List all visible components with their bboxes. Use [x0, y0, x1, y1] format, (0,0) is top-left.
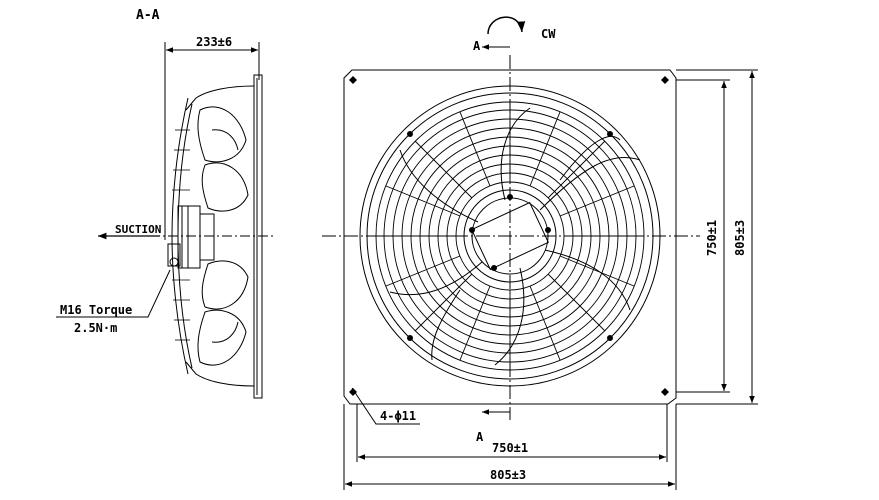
- blade-bottom-1: [197, 309, 247, 366]
- blade-top-2: [201, 162, 249, 212]
- dim-label-v-805: 805±3: [733, 219, 747, 256]
- venturi-top: [185, 85, 255, 111]
- dim-label-h-750: 750±1: [492, 441, 529, 455]
- guard-grill-section: [171, 97, 189, 375]
- hole-note-leader: [351, 387, 420, 425]
- section-mark-top: A: [473, 39, 481, 53]
- hole-note: 4-ϕ11: [380, 409, 417, 423]
- torque-note-line2: 2.5N·m: [74, 321, 118, 335]
- cable-gland: [169, 257, 179, 267]
- dim-label-h-805: 805±3: [490, 468, 527, 482]
- guard-ribs: [172, 129, 190, 341]
- front-view: [322, 16, 758, 490]
- torque-leader: [56, 269, 171, 318]
- blade-top-3: [211, 129, 239, 151]
- hub-outer: [463, 189, 557, 283]
- motor-hub: [177, 205, 201, 269]
- section-title: A-A: [136, 8, 160, 23]
- venturi-outer-ring: [359, 85, 661, 387]
- corner-holes: [349, 76, 669, 396]
- hub-bolts: [469, 194, 551, 271]
- suction-label: SUCTION: [115, 223, 162, 236]
- hub-terminal-box: [471, 201, 549, 271]
- rotation-arrow-icon: [487, 16, 526, 35]
- mounting-plate-section: [253, 74, 263, 399]
- blade-bottom-3: [211, 321, 239, 343]
- depth-dimension-label: 233±6: [196, 35, 233, 49]
- venturi-bottom: [185, 361, 255, 387]
- torque-note-line1: M16 Torque: [60, 303, 133, 317]
- mounting-plate: [343, 69, 677, 405]
- motor-rotor: [199, 213, 215, 261]
- guard-spokes: [376, 102, 644, 370]
- section-view: [56, 42, 275, 399]
- rotation-label: CW: [541, 27, 556, 41]
- blade-bottom-2: [201, 260, 249, 310]
- guard-mount-bolts: [407, 131, 613, 341]
- dim-label-v-750: 750±1: [705, 219, 719, 256]
- venturi-inner-ring: [366, 92, 654, 380]
- section-mark-bottom: A: [476, 430, 484, 444]
- blade-top-1: [197, 106, 247, 163]
